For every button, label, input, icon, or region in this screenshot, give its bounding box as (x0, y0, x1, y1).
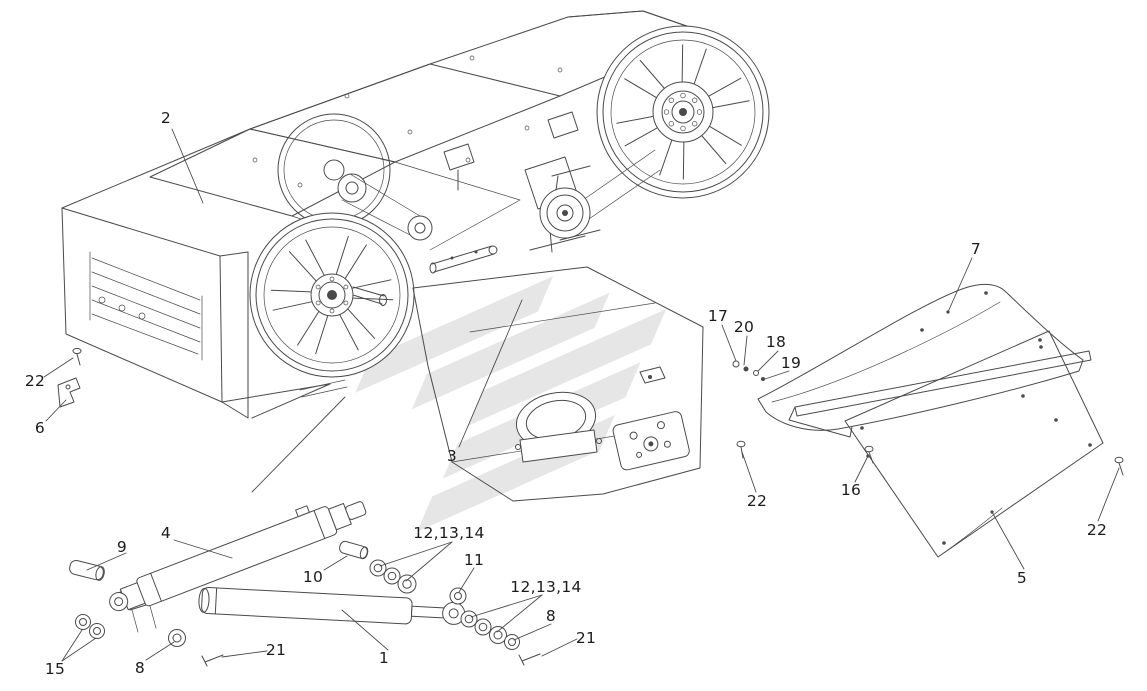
washers-12-13-14-upper (369, 559, 417, 594)
bolt-16 (864, 445, 874, 464)
bolt-21-right (518, 653, 541, 666)
drive-wheel-left (249, 212, 415, 378)
panel-3-assembly (412, 266, 704, 502)
washers-15 (75, 614, 105, 639)
drive-wheel-large (596, 25, 770, 199)
pin-9 (69, 559, 105, 581)
bolt-22-right (1114, 456, 1124, 476)
fastener-cluster (732, 360, 765, 381)
side-panel-5 (844, 330, 1104, 558)
shield-panel-7 (757, 283, 1084, 431)
leader-lines (43, 128, 1120, 662)
bolt-22-center (736, 440, 746, 459)
washers-12-13-14-lower (460, 610, 507, 644)
ring-8-right (504, 634, 520, 650)
bolt-21-left (201, 654, 224, 667)
bracket-6 (57, 377, 81, 408)
hydraulic-cylinder-1 (198, 587, 466, 625)
hydraulic-cylinder-4 (109, 501, 367, 633)
bolt-22-left (72, 347, 82, 366)
tension-pulley (539, 149, 661, 241)
washer-11 (449, 587, 467, 605)
support-rod (429, 245, 498, 274)
ring-8-left (168, 629, 186, 647)
pin-10 (339, 540, 369, 560)
support-strip (788, 350, 1092, 438)
